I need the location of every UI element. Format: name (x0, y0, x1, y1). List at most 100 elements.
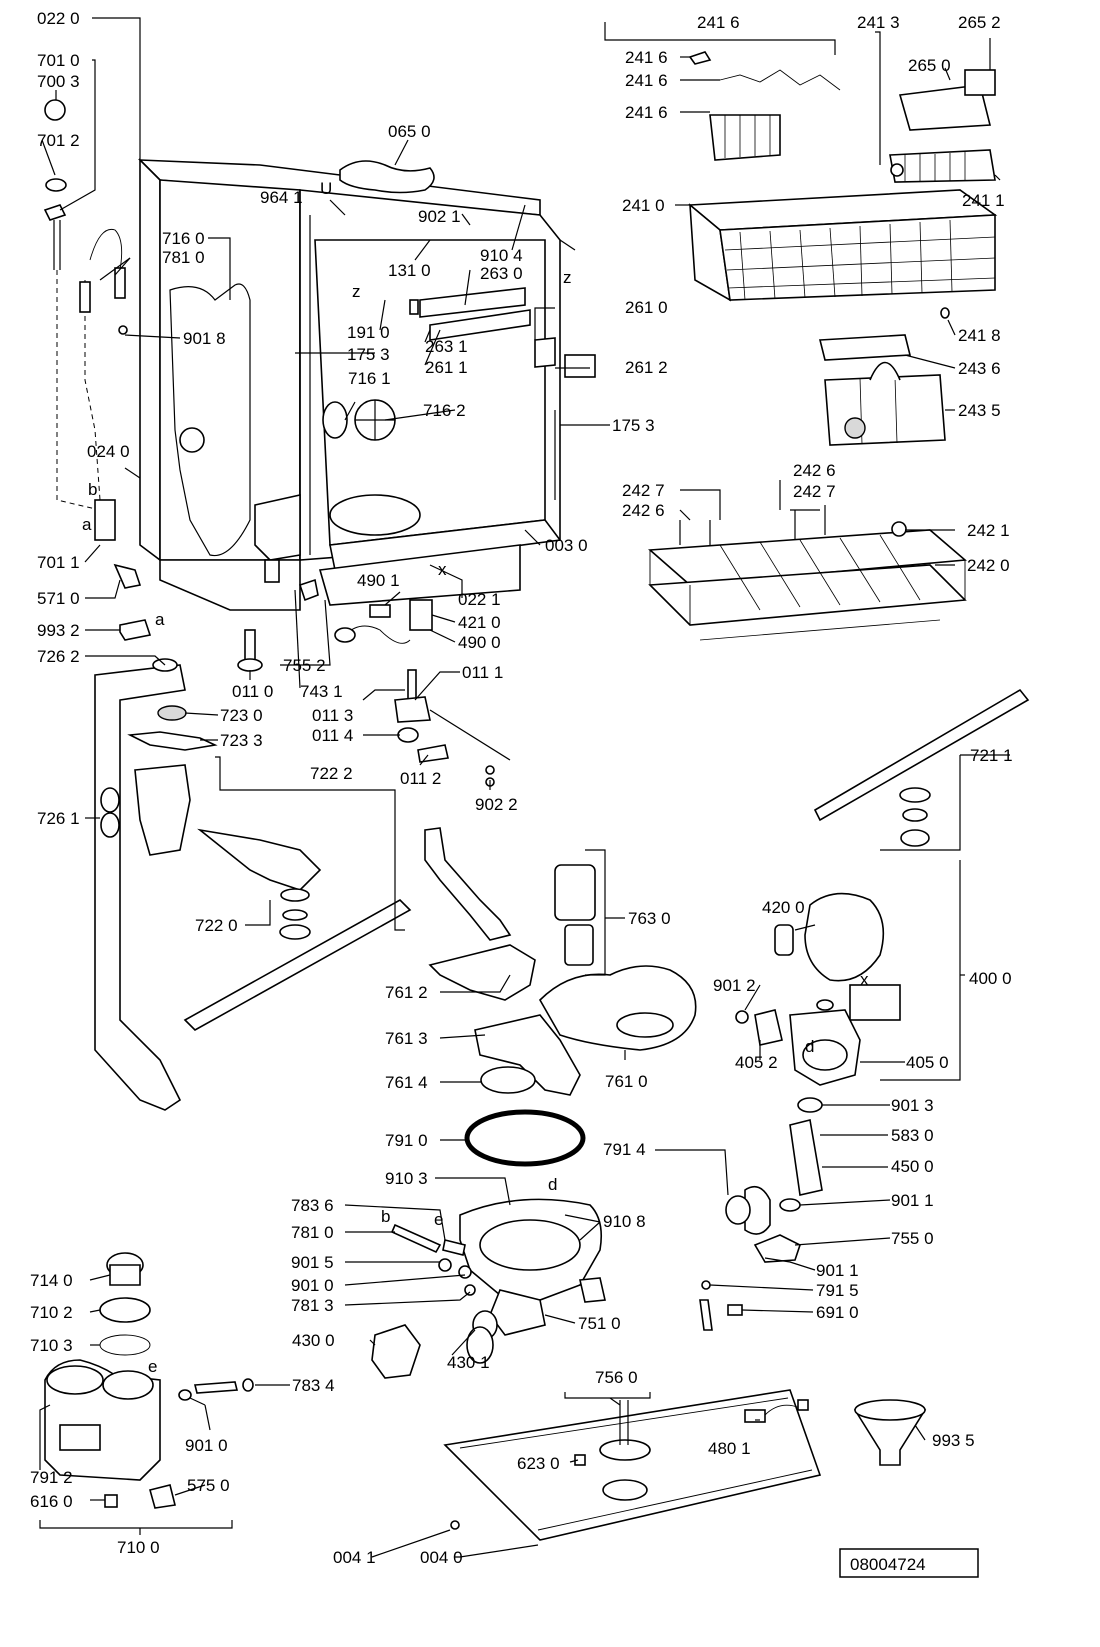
part-label: 265 0 (908, 56, 951, 75)
part-label: 902 2 (475, 795, 518, 814)
part-label: 241 0 (622, 196, 665, 215)
part-label: 901 1 (816, 1261, 859, 1280)
part-label: 022 0 (37, 9, 80, 28)
part-label: 191 0 (347, 323, 390, 342)
part-label: 783 4 (292, 1376, 335, 1395)
part-label: 263 1 (425, 337, 468, 356)
part-label: 901 0 (185, 1436, 228, 1455)
part-label: 623 0 (517, 1454, 560, 1473)
part-label: 175 3 (347, 345, 390, 364)
connection-letter: b (88, 480, 97, 499)
part-label: 783 6 (291, 1196, 334, 1215)
part-label: 421 0 (458, 613, 501, 632)
part-label: 241 8 (958, 326, 1001, 345)
part-label: 910 4 (480, 246, 523, 265)
part-label: 993 2 (37, 621, 80, 640)
connection-letter: e (434, 1210, 443, 1229)
part-label: 243 6 (958, 359, 1001, 378)
part-label: 242 0 (967, 556, 1010, 575)
part-label: 241 6 (697, 13, 740, 32)
connection-letter: a (155, 610, 165, 629)
part-label: 761 0 (605, 1072, 648, 1091)
part-label: 011 2 (400, 769, 441, 788)
part-label: 716 2 (423, 401, 466, 420)
part-label: 011 3 (312, 706, 353, 725)
leveling-feet (237, 629, 511, 787)
part-label: 241 1 (962, 191, 1005, 210)
part-label: 743 1 (300, 682, 343, 701)
part-label: 901 3 (891, 1096, 934, 1115)
doc-number: 08004724 (850, 1555, 926, 1574)
part-label: 901 1 (891, 1191, 934, 1210)
part-label: 241 6 (625, 103, 668, 122)
part-label: 430 0 (292, 1331, 335, 1350)
salt-funnel (853, 1399, 927, 1466)
connection-letter: d (805, 1037, 814, 1056)
part-label: 722 2 (310, 764, 353, 783)
part-label: 781 0 (162, 248, 205, 267)
part-label: 242 7 (622, 481, 665, 500)
part-label: 993 5 (932, 1431, 975, 1450)
part-label: 755 0 (891, 1229, 934, 1248)
part-label: 004 0 (420, 1548, 463, 1567)
part-label: 781 3 (291, 1296, 334, 1315)
part-label: 901 0 (291, 1276, 334, 1295)
part-label: 701 1 (37, 553, 80, 572)
part-label: 065 0 (388, 122, 431, 141)
part-label: 751 0 (578, 1314, 621, 1333)
connection-letter: b (381, 1207, 390, 1226)
part-label: 575 0 (187, 1476, 230, 1495)
connection-letter: z (563, 268, 572, 287)
part-label: 722 0 (195, 916, 238, 935)
connection-letter: d (548, 1175, 557, 1194)
part-label: 004 1 (333, 1548, 376, 1567)
part-label: 710 2 (30, 1303, 73, 1322)
leader-lines (39, 17, 1010, 1558)
part-label: 242 7 (793, 482, 836, 501)
part-label: 761 4 (385, 1073, 428, 1092)
part-label: 242 6 (793, 461, 836, 480)
part-label: 400 0 (969, 969, 1012, 988)
part-label: 901 5 (291, 1253, 334, 1272)
part-label: 241 6 (625, 71, 668, 90)
pump-motor-assembly (699, 892, 901, 1331)
lower-spray-arm (813, 688, 1030, 847)
part-label: 131 0 (388, 261, 431, 280)
part-label: 003 0 (545, 536, 588, 555)
part-label: 781 0 (291, 1223, 334, 1242)
filter-sump-assembly (424, 827, 697, 1340)
part-label: 265 2 (958, 13, 1001, 32)
part-label: 714 0 (30, 1271, 73, 1290)
water-softener (44, 1252, 494, 1509)
doc-number-box (839, 1548, 979, 1578)
part-label: 405 2 (735, 1053, 778, 1072)
connection-letter: a (82, 515, 92, 534)
part-label: 261 2 (625, 358, 668, 377)
part-label: 242 1 (967, 521, 1010, 540)
part-label: 490 0 (458, 633, 501, 652)
part-label: 710 0 (117, 1538, 160, 1557)
part-label: 791 2 (30, 1468, 73, 1487)
part-labels: 022 0 701 0 700 3 701 2 065 0 964 1 902 … (30, 9, 1013, 1567)
part-label: 024 0 (87, 442, 130, 461)
part-label: 761 2 (385, 983, 428, 1002)
base-plate (443, 1389, 822, 1541)
connection-letter: x (438, 560, 447, 579)
inlet-hoses (371, 1223, 476, 1379)
part-label: 480 1 (708, 1439, 751, 1458)
part-label: 723 0 (220, 706, 263, 725)
part-label: 726 1 (37, 809, 80, 828)
part-label: 791 0 (385, 1131, 428, 1150)
part-label: 571 0 (37, 589, 80, 608)
part-label: 405 0 (906, 1053, 949, 1072)
part-label: 701 0 (37, 51, 80, 70)
part-label: 902 1 (418, 207, 461, 226)
part-label: 910 3 (385, 1169, 428, 1188)
part-label: 175 3 (612, 416, 655, 435)
part-label: 761 3 (385, 1029, 428, 1048)
part-label: 241 6 (625, 48, 668, 67)
part-label: 716 1 (348, 369, 391, 388)
part-label: 791 5 (816, 1281, 859, 1300)
part-label: 261 0 (625, 298, 668, 317)
